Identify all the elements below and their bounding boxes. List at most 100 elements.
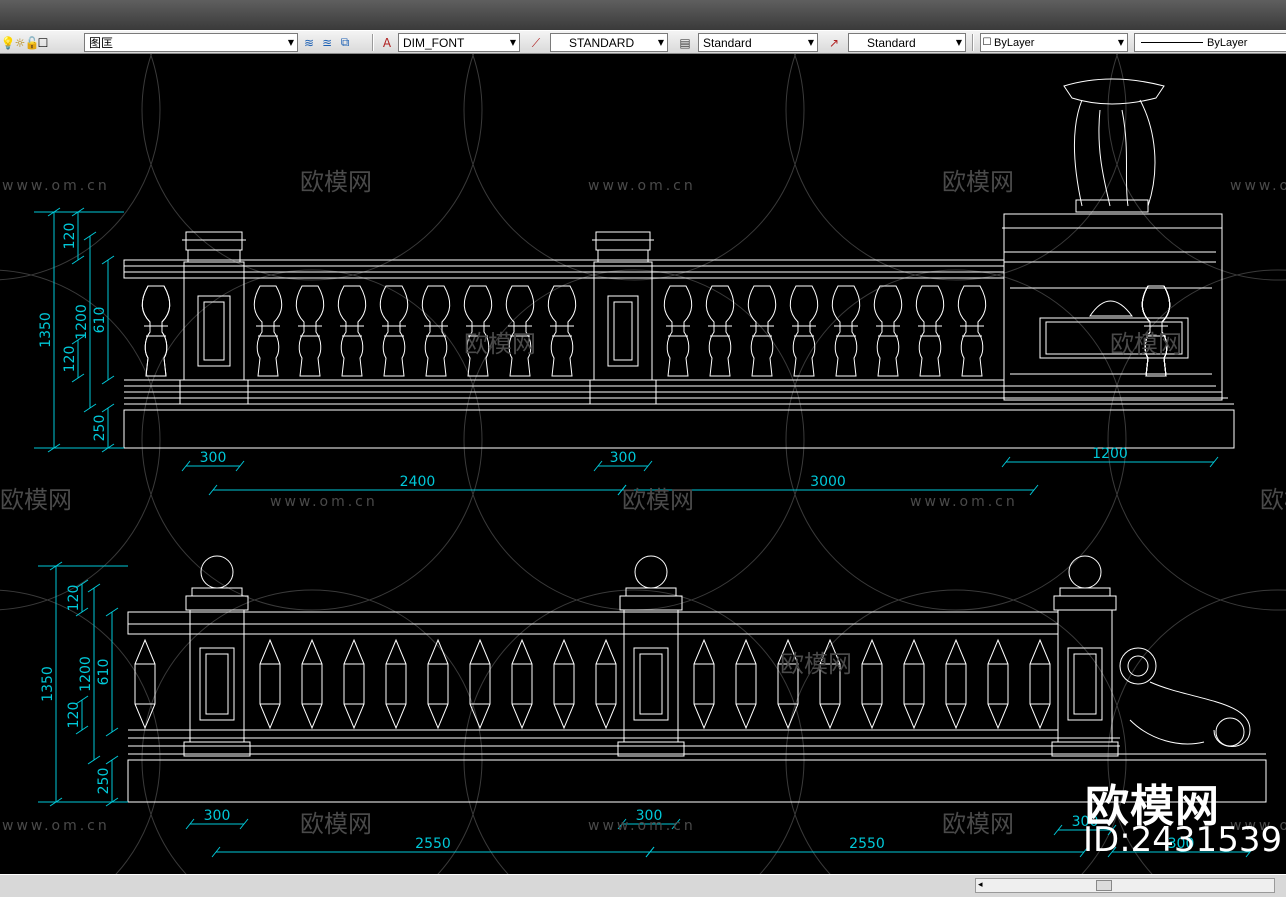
bulb-icon[interactable]: 💡 bbox=[0, 35, 16, 50]
dim-300: 300 bbox=[1168, 836, 1195, 852]
dim-250: 250 bbox=[92, 415, 108, 442]
watermark-circle bbox=[463, 269, 805, 611]
text-style-combo[interactable]: DIM_FONT ▼ bbox=[398, 33, 520, 52]
chevron-left-icon[interactable]: ◂ bbox=[978, 880, 983, 890]
watermark-site-text: www.om.cn bbox=[1230, 818, 1286, 834]
scrollbar-thumb[interactable] bbox=[1096, 880, 1112, 891]
post-panel bbox=[607, 295, 639, 367]
linetype-preview bbox=[1141, 42, 1203, 43]
post-base bbox=[617, 741, 685, 757]
dim-120: 120 bbox=[66, 702, 82, 729]
dimension-tick bbox=[1053, 824, 1063, 836]
dim-2400: 2400 bbox=[400, 474, 436, 490]
title-strip bbox=[0, 0, 1286, 30]
mleader-style-combo[interactable]: Standard ▼ bbox=[848, 33, 966, 52]
dim-style-combo[interactable]: STANDARD ▼ bbox=[550, 33, 668, 52]
baluster bbox=[295, 285, 325, 377]
linetype-combo-value: ByLayer bbox=[1207, 36, 1248, 49]
chevron-down-icon[interactable]: ▼ bbox=[807, 38, 815, 47]
scroll-volute bbox=[1129, 681, 1251, 747]
dim-style-icon[interactable]: ⟋ bbox=[531, 35, 541, 50]
post-cap bbox=[185, 231, 243, 251]
baluster bbox=[957, 285, 987, 377]
dimension-tick bbox=[1107, 824, 1117, 836]
baluster bbox=[505, 285, 535, 377]
color-combo[interactable]: ☐ ByLayer ▼ bbox=[980, 33, 1128, 52]
chevron-down-icon[interactable]: ▼ bbox=[955, 38, 963, 47]
dimension-tick bbox=[1245, 846, 1255, 858]
post-cap bbox=[625, 587, 677, 597]
watermark-pattern bbox=[0, 54, 1286, 874]
dimension-tick bbox=[593, 460, 603, 472]
chevron-down-icon[interactable]: ▼ bbox=[287, 38, 295, 47]
watermark-texts: www.om.cnwww.om.cnwww.om.cnwww.om.cnwww.… bbox=[0, 168, 1286, 838]
horizontal-scrollbar[interactable]: ◂ bbox=[975, 878, 1275, 893]
post-cap bbox=[1059, 587, 1111, 597]
baluster bbox=[831, 285, 861, 377]
baluster bbox=[253, 285, 283, 377]
baluster bbox=[987, 638, 1009, 730]
table-style-combo-value: Standard bbox=[703, 35, 752, 50]
dimension-tick bbox=[71, 373, 85, 383]
balustrade-elevations bbox=[123, 78, 1267, 803]
statue-bowl bbox=[1063, 78, 1165, 105]
lock-icon[interactable]: 🔓 bbox=[24, 35, 40, 50]
watermark-circle bbox=[0, 54, 161, 281]
post-shaft bbox=[189, 609, 245, 743]
watermark-circle bbox=[785, 269, 1127, 611]
watermark-brand-text: 欧模网 bbox=[622, 486, 694, 514]
dimension-tick bbox=[47, 443, 61, 453]
dimension-tick bbox=[671, 818, 681, 830]
chevron-down-icon[interactable]: ▼ bbox=[657, 38, 665, 47]
baluster bbox=[141, 285, 171, 377]
dimension-tick bbox=[645, 846, 655, 858]
dimension-tick bbox=[105, 755, 119, 765]
watermark-brand-text: 欧模网 bbox=[942, 168, 1014, 196]
dimension-tick bbox=[83, 403, 97, 413]
dimension-tick bbox=[83, 231, 97, 241]
layer-combo[interactable]: 图匡 ▼ bbox=[84, 33, 298, 52]
dimension-tick bbox=[71, 335, 85, 345]
watermark-circle bbox=[141, 54, 483, 281]
dim-610: 610 bbox=[92, 307, 108, 334]
watermark-brand-text: 欧模网 bbox=[942, 810, 1014, 838]
chevron-down-icon[interactable]: ▼ bbox=[1117, 38, 1125, 47]
chevron-down-icon[interactable]: ▼ bbox=[509, 38, 517, 47]
watermark-brand-text: 欧模网 bbox=[464, 330, 536, 358]
sun-icon[interactable]: ☼ bbox=[14, 35, 26, 50]
dimension-tick bbox=[208, 484, 218, 496]
dim-300: 300 bbox=[200, 450, 227, 466]
mleader-style-icon[interactable]: ↗ bbox=[828, 36, 840, 50]
dim-1350: 1350 bbox=[40, 666, 56, 702]
table-style-combo[interactable]: Standard ▼ bbox=[698, 33, 818, 52]
text-style-icon[interactable]: A bbox=[382, 36, 392, 50]
dimension-tick bbox=[101, 375, 115, 385]
dim-120: 120 bbox=[62, 346, 78, 373]
bottom-balustrade bbox=[127, 555, 1267, 803]
linetype-combo[interactable]: ByLayer bbox=[1134, 33, 1286, 52]
dimension-tick bbox=[75, 725, 89, 735]
color-square-icon[interactable]: ☐ bbox=[37, 35, 49, 50]
post-cap bbox=[619, 595, 683, 611]
baluster bbox=[301, 638, 323, 730]
toolbar-separator bbox=[972, 34, 974, 51]
toolbar-separator bbox=[372, 34, 374, 51]
post-base bbox=[589, 379, 657, 405]
pedestal bbox=[1003, 213, 1223, 401]
dim-1200: 1200 bbox=[1092, 446, 1128, 462]
layer-isolate-icon[interactable]: ⧉ bbox=[340, 35, 350, 49]
dimension-tick bbox=[87, 755, 101, 765]
layer-previous-icon[interactable]: ≋ bbox=[303, 35, 315, 50]
watermark-brand-text: 欧模网 bbox=[0, 486, 72, 514]
table-style-icon[interactable]: ▤ bbox=[679, 36, 691, 50]
layer-match-icon[interactable]: ≊ bbox=[321, 35, 333, 50]
dim-300: 300 bbox=[1072, 814, 1099, 830]
dimension-tick bbox=[71, 255, 85, 265]
baluster bbox=[337, 285, 367, 377]
watermark-brand: 欧模网 bbox=[1085, 781, 1220, 832]
baluster bbox=[903, 638, 925, 730]
post-ball bbox=[634, 555, 668, 589]
dimension-tick bbox=[75, 607, 89, 617]
